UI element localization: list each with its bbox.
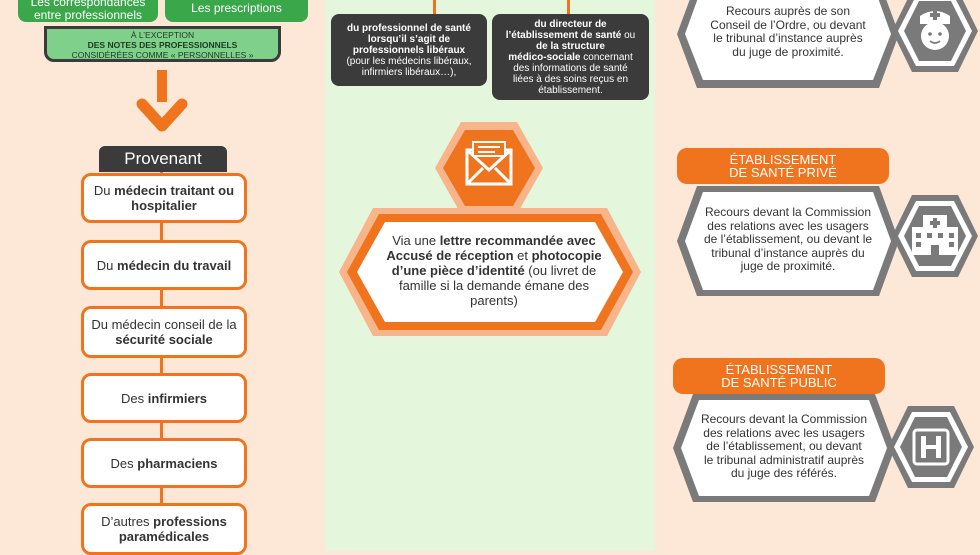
left-column: Les correspondances entre professionnels… [0,0,325,555]
public-recourse-shape [673,394,895,502]
correspondences-line2: entre professionnels [33,8,143,22]
recourse-line: de l’établissement, ou devant le [703,232,873,246]
source-text-bold: infirmiers [147,390,207,406]
exception-line3: CONSIDÉRÉES COMME « PERSONNELLES » [71,50,254,60]
private-header-line: ÉTABLISSEMENT [729,152,837,167]
recourse-line: de l’établissement, ou devant [706,439,862,453]
right-column: Recours auprès de son Conseil de l’Ordre… [655,0,980,551]
connector-top-left [433,0,436,14]
exception-line1: À L’EXCEPTION [130,30,195,40]
letter-text-bold: photocopie d’une pièce d’identité [391,248,602,278]
recourse-line: juge de proximité. [740,259,836,273]
dir-line: établissement. [538,84,603,96]
recourse-line: des relations avec les usagers [707,218,869,233]
source-securite-sociale: Du médecin conseil de la sécurité social… [81,306,247,358]
public-recourse-text: Recours devant la Commission des relatio… [689,412,879,481]
hospital-building-icon [892,195,978,277]
source-medecin-traitant: Du médecin traitant ou hospitalier [81,173,247,223]
recourse-line: Recours devant la Commission [700,412,868,426]
source-text-pre: Du [93,183,115,198]
source-infirmiers: Des infirmiers [81,373,247,423]
recourse-line: le tribunal administratif auprès [703,452,865,467]
dir-line: l’établissement de santé [505,29,622,41]
recourse-line: tribunal d’instance auprès du [711,245,865,260]
box-professionnel-sante: du professionnel de santé lorsqu’il s’ag… [331,14,487,86]
source-text-pre: Du médecin conseil de la [91,317,237,332]
connector-top-right [567,0,570,14]
source-text-bold: médecin traitant ou hospitalier [114,183,235,213]
private-recourse-text: Recours devant la Commission des relatio… [693,205,883,274]
private-recourse-shape [677,186,899,296]
dir-line: médico-sociale [508,51,581,63]
prescriptions-label: Les prescriptions [191,0,282,15]
dir-line: du directeur de [534,18,607,30]
public-header-line: DE SANTÉ PUBLIC [721,375,837,390]
public-header-line: ÉTABLISSEMENT [725,362,833,377]
box-directeur: du directeur de l’établissement de santé… [492,14,649,100]
source-text-pre: Des [110,455,138,471]
dir-line: liées à des soins reçus en [512,73,629,85]
provenant-text: Provenant [124,149,202,168]
source-text-bold: médecin du travail [117,257,232,273]
recourse-line: le tribunal d’instance auprès [713,31,863,45]
prof-line: lorsqu’il s’agit de [367,33,451,45]
recourse-line: Conseil de l’Ordre, ou devant [710,17,866,32]
prof-line: du professionnel de santé [347,22,471,34]
dir-line: concernant [580,51,633,63]
prof-line: infirmiers libéraux…), [361,66,457,78]
dir-line: ou [621,29,636,41]
recourse-line: du juge de proximité. [732,44,844,59]
source-paramedicales: D’autres professions paramédicales [81,503,247,555]
down-arrow-icon [136,70,188,132]
source-medecin-travail: Du médecin du travail [81,240,247,290]
nurse-icon [892,0,978,72]
first-recourse-text: Recours auprès de son Conseil de l’Ordre… [695,4,881,59]
letter-text: Via une lettre recommandée avec Accusé d… [383,233,605,308]
hospital-h-icon [888,406,974,488]
recourse-line: Recours devant la Commission [704,205,872,219]
source-text-pre: D’autres [101,514,154,529]
source-pharmaciens: Des pharmaciens [81,438,247,488]
envelope-icon [435,122,543,214]
exception-box: À L’EXCEPTION DES NOTES DES PROFESSIONNE… [44,26,281,62]
recourse-line: Recours auprès de son [725,4,851,18]
private-header: ÉTABLISSEMENT DE SANTÉ PRIVÉ [677,148,889,184]
prescriptions-box: Les prescriptions [165,0,308,22]
private-header-line: DE SANTÉ PRIVÉ [729,165,837,180]
prof-line: professionnels libéraux [352,44,466,56]
letter-text-part: Via une [392,233,440,248]
source-text-pre: Du [96,257,118,273]
middle-column: du professionnel de santé lorsqu’il s’ag… [325,0,655,551]
source-text-pre: Des [121,390,148,406]
letter-text-part: (ou livret de famille si la demande éman… [398,263,597,308]
first-recourse-shape [677,0,899,88]
connector-line [160,172,163,551]
letter-text-part: et [513,248,532,263]
exception-line2: DES NOTES DES PROFESSIONNELS [87,40,238,50]
recourse-line: du juge des référés. [730,466,838,480]
correspondences-line1: Les correspondances [30,0,146,9]
letter-text-bold: lettre recommandée avec Accusé de récept… [386,233,596,263]
prof-line: (pour les médecins libéraux, [346,55,472,67]
letter-hexagon-shape [339,208,641,336]
dir-line: de la structure [536,40,605,52]
recourse-line: des relations avec les usagers [703,425,865,440]
source-text-bold: pharmaciens [137,455,218,471]
source-text-bold: sécurité sociale [115,332,213,347]
source-text-bold: professions paramédicales [118,514,227,544]
dir-line: des informations de santé [513,62,628,74]
provenant-label: Provenant [99,146,227,172]
correspondences-box: Les correspondances entre professionnels [18,0,158,22]
public-header: ÉTABLISSEMENT DE SANTÉ PUBLIC [673,358,885,394]
